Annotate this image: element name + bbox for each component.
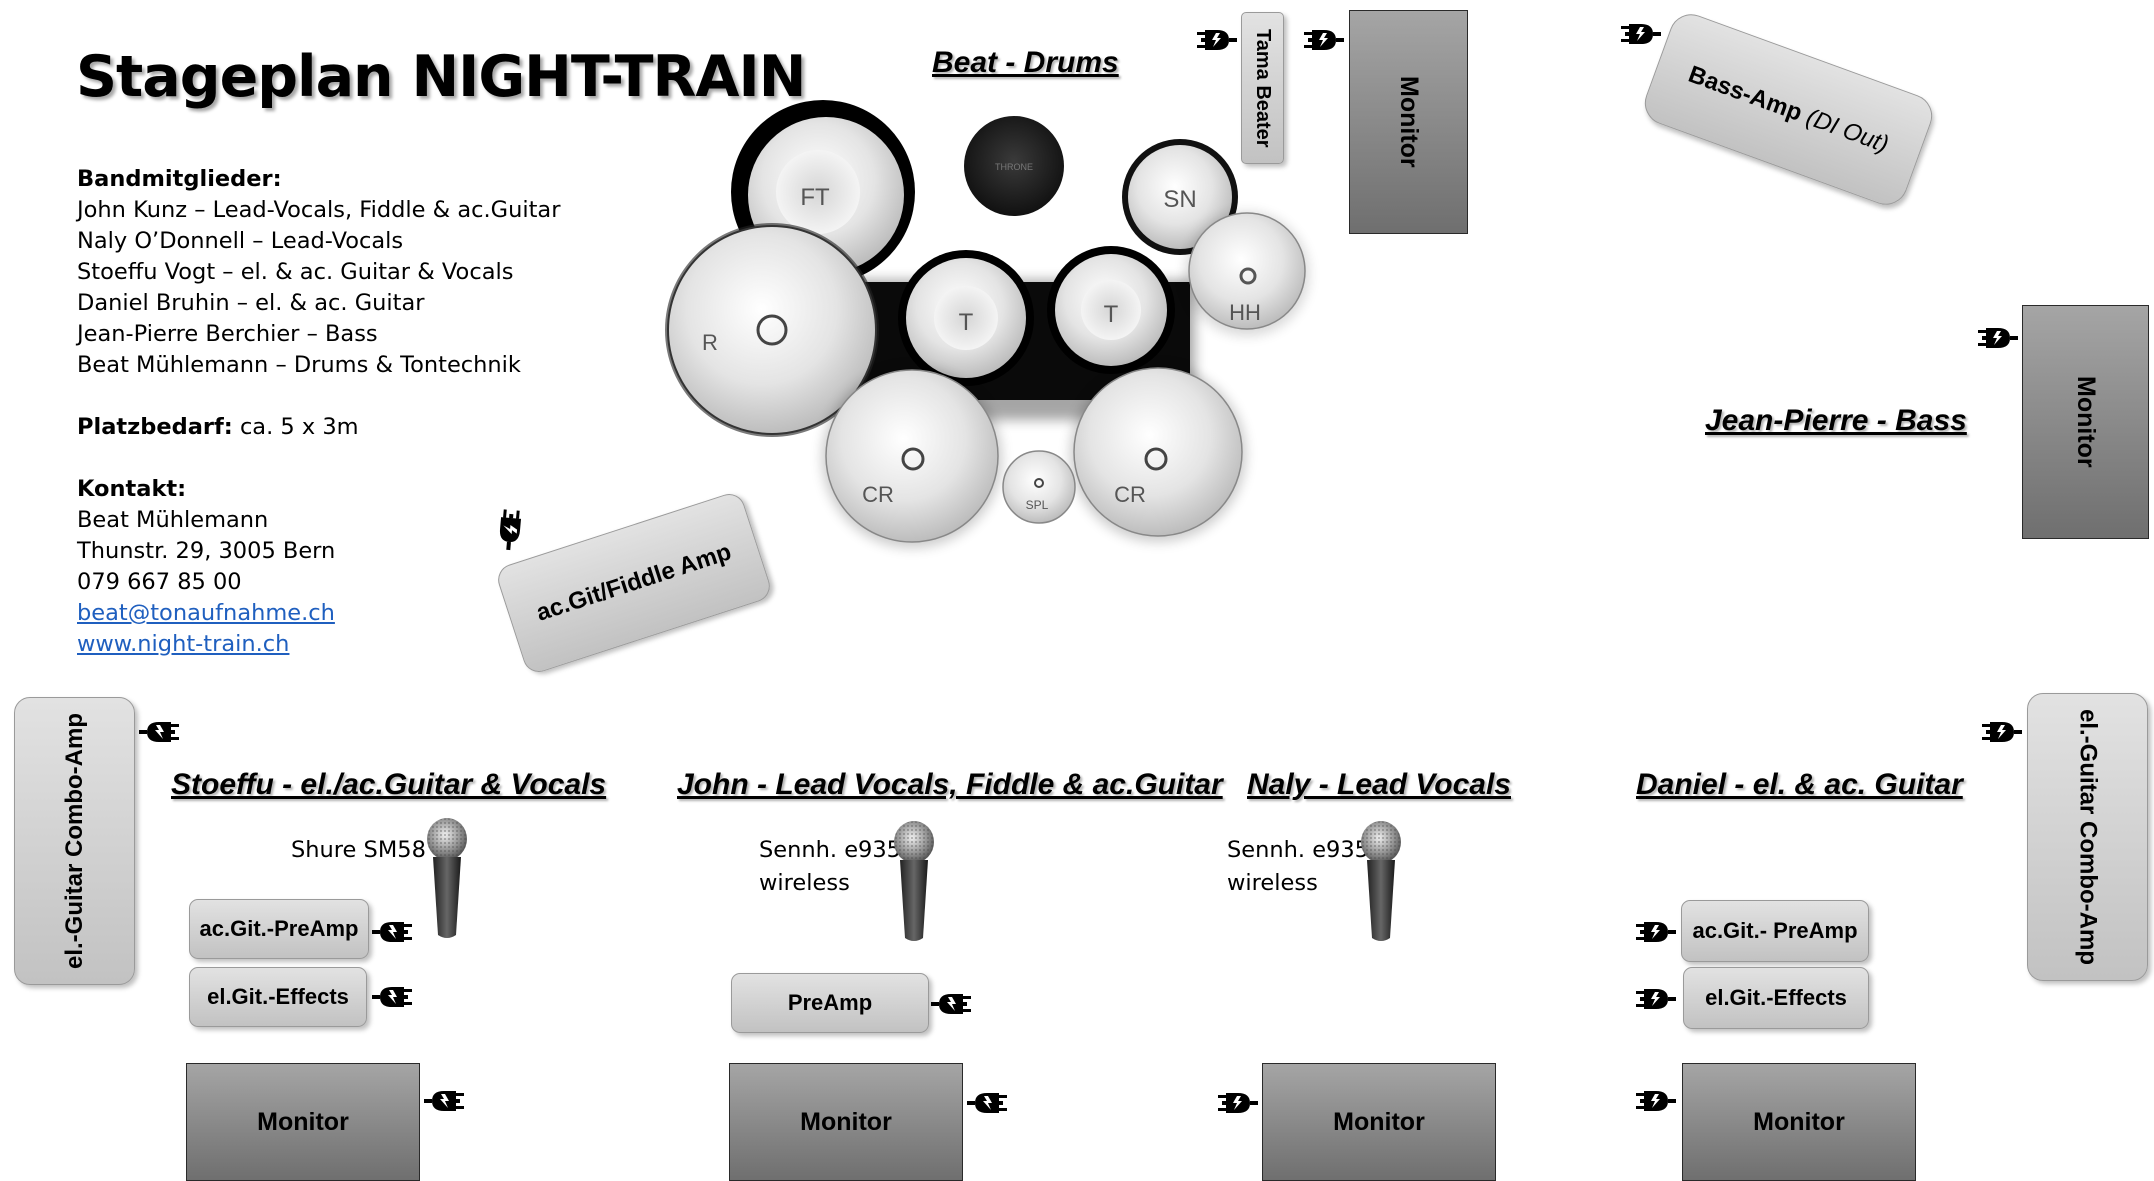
contact-web-link[interactable]: www.night-train.ch bbox=[77, 631, 290, 657]
crash-cymbal-left: CR bbox=[822, 368, 1002, 548]
power-plug-icon bbox=[1218, 1093, 1258, 1113]
power-plug-icon bbox=[424, 1091, 464, 1111]
john-mic-model: Sennh. e935 bbox=[759, 837, 901, 863]
throne-label: THRONE bbox=[995, 162, 1033, 172]
space-value: ca. 5 x 3m bbox=[239, 414, 359, 440]
power-plug-icon bbox=[1978, 328, 2018, 348]
combo-amp-left: el.-Guitar Combo-Amp bbox=[14, 697, 135, 985]
splash-cymbal: SPL bbox=[1002, 450, 1076, 524]
position-label-naly: Naly - Lead Vocals bbox=[1247, 768, 1511, 801]
power-plug-icon bbox=[1982, 722, 2022, 742]
ride-label: R bbox=[702, 330, 718, 355]
contact-heading: Kontakt: bbox=[77, 476, 187, 502]
hihat: HH bbox=[1185, 212, 1309, 336]
position-label-bass: Jean-Pierre - Bass bbox=[1705, 404, 1967, 437]
contact-address: Thunstr. 29, 3005 Bern bbox=[77, 538, 336, 564]
stoeffu-mic-label: Shure SM58 bbox=[291, 837, 426, 863]
john-mic-type: wireless bbox=[759, 870, 850, 896]
drum-throne: THRONE bbox=[964, 116, 1064, 216]
power-plug-icon bbox=[931, 994, 971, 1014]
bass-amp: Bass-Amp (DI Out) bbox=[1638, 8, 1939, 211]
contact-name: Beat Mühlemann bbox=[77, 507, 269, 533]
band-member: Jean-Pierre Berchier – Bass bbox=[77, 321, 378, 347]
splash-label: SPL bbox=[1026, 498, 1049, 512]
space-requirement: Platzbedarf: ca. 5 x 3m bbox=[77, 412, 560, 443]
drums-monitor: Monitor bbox=[1349, 10, 1468, 234]
bass-monitor: Monitor bbox=[2022, 305, 2149, 539]
hihat-label: HH bbox=[1229, 300, 1261, 325]
band-member: Daniel Bruhin – el. & ac. Guitar bbox=[77, 290, 425, 316]
naly-mic-label: Sennh. e935 wireless bbox=[1227, 834, 1369, 900]
ride-cymbal: R bbox=[665, 223, 879, 437]
page-title: Stageplan NIGHT-TRAIN bbox=[76, 44, 806, 110]
drum-kit: FT THRONE SN R T T HH bbox=[665, 100, 1309, 548]
naly-monitor: Monitor bbox=[1262, 1063, 1496, 1181]
floor-tom-label: FT bbox=[800, 184, 830, 211]
power-plug-icon bbox=[372, 987, 412, 1007]
band-member: Naly O’Donnell – Lead-Vocals bbox=[77, 228, 404, 254]
band-heading: Bandmitglieder: bbox=[77, 166, 282, 192]
tom-2: T bbox=[1047, 246, 1175, 374]
naly-microphone-icon bbox=[1361, 821, 1401, 941]
combo-amp-right: el.-Guitar Combo-Amp bbox=[2027, 693, 2148, 981]
tom-1-label: T bbox=[959, 309, 974, 336]
power-plug-icon bbox=[1304, 30, 1344, 50]
contact-phone: 079 667 85 00 bbox=[77, 569, 242, 595]
power-plug-icon bbox=[1197, 30, 1237, 50]
stoeffu-microphone-icon bbox=[427, 818, 467, 938]
daniel-preamp: ac.Git.- PreAmp bbox=[1681, 900, 1869, 962]
john-microphone-icon bbox=[894, 821, 934, 941]
power-plug-icon bbox=[1636, 1091, 1676, 1111]
daniel-effects: el.Git.-Effects bbox=[1683, 967, 1869, 1029]
position-label-daniel: Daniel - el. & ac. Guitar bbox=[1636, 768, 1963, 801]
snare-label: SN bbox=[1163, 186, 1196, 213]
crash-right-label: CR bbox=[1114, 482, 1146, 507]
power-plug-icon bbox=[372, 922, 412, 942]
power-plug-icon bbox=[139, 722, 179, 742]
band-member: Beat Mühlemann – Drums & Tontechnik bbox=[77, 352, 521, 378]
john-preamp: PreAmp bbox=[731, 973, 929, 1033]
space-label: Platzbedarf: bbox=[77, 414, 233, 440]
bass-amp-note: (DI Out) bbox=[1802, 103, 1893, 158]
position-label-drums: Beat - Drums bbox=[932, 46, 1119, 79]
contact-email-link[interactable]: beat@tonaufnahme.ch bbox=[77, 600, 335, 626]
crash-cymbal-right: CR bbox=[1070, 366, 1246, 542]
position-label-john: John - Lead Vocals, Fiddle & ac.Guitar bbox=[677, 768, 1223, 801]
tom-1: T bbox=[898, 250, 1034, 386]
band-member: John Kunz – Lead-Vocals, Fiddle & ac.Gui… bbox=[77, 197, 561, 223]
combo-amp-left-label: el.-Guitar Combo-Amp bbox=[60, 713, 88, 969]
naly-mic-model: Sennh. e935 bbox=[1227, 837, 1369, 863]
tom-2-label: T bbox=[1104, 301, 1119, 328]
power-plug-icon bbox=[498, 509, 522, 551]
tama-beater: Tama Beater bbox=[1241, 12, 1284, 164]
power-plug-icon bbox=[1621, 24, 1661, 44]
naly-mic-type: wireless bbox=[1227, 870, 1318, 896]
power-plug-icon bbox=[967, 1093, 1007, 1113]
john-monitor: Monitor bbox=[729, 1063, 963, 1181]
stoeffu-effects: el.Git.-Effects bbox=[189, 967, 367, 1027]
power-plug-icon bbox=[1636, 989, 1676, 1009]
john-mic-label: Sennh. e935 wireless bbox=[759, 834, 901, 900]
power-plug-icon bbox=[1636, 922, 1676, 942]
daniel-monitor: Monitor bbox=[1682, 1063, 1916, 1181]
stoeffu-monitor: Monitor bbox=[186, 1063, 420, 1181]
band-info: Bandmitglieder: John Kunz – Lead-Vocals,… bbox=[77, 164, 560, 660]
bass-amp-label: Bass-Amp bbox=[1685, 60, 1806, 127]
position-label-stoeffu: Stoeffu - el./ac.Guitar & Vocals bbox=[171, 768, 607, 801]
band-member: Stoeffu Vogt – el. & ac. Guitar & Vocals bbox=[77, 259, 514, 285]
stoeffu-preamp: ac.Git.-PreAmp bbox=[189, 899, 369, 959]
crash-left-label: CR bbox=[862, 482, 894, 507]
